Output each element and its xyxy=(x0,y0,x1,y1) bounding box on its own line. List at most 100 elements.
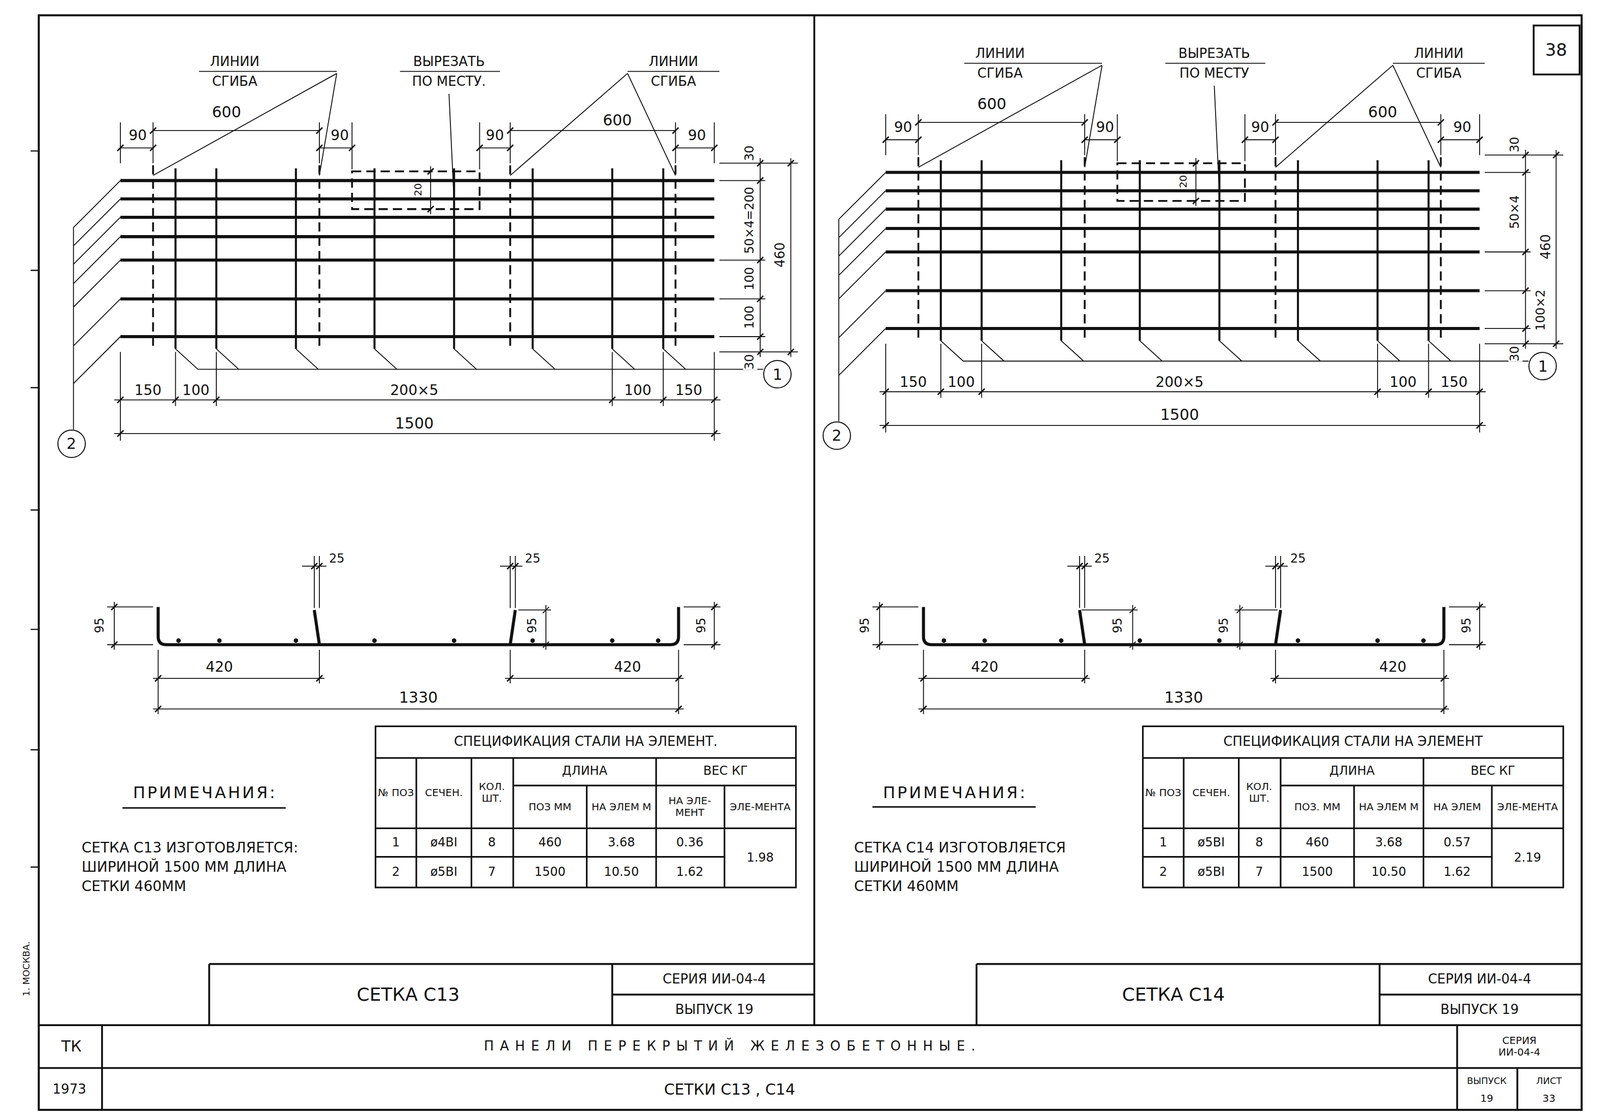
table-cell: ЭЛЕ-МЕНТА xyxy=(1493,801,1562,813)
table-cell: ПОЗ. ММ xyxy=(1284,801,1351,813)
dimension-text: 95 xyxy=(92,617,108,634)
dimension-text: 420 xyxy=(613,659,641,676)
dimension-text: 150 xyxy=(1440,374,1468,391)
table-cell: 7 xyxy=(1255,865,1263,880)
dimension-text: 95 xyxy=(1460,617,1475,634)
callout-number: 1 xyxy=(772,366,783,383)
table-cell: 460 xyxy=(538,835,562,851)
stamp-text: ВЫПУСК xyxy=(1466,1075,1507,1087)
title-block-text: ВЫПУСК 19 xyxy=(1440,1002,1519,1018)
title-block-text: СЕРИЯ ИИ-04-4 xyxy=(1427,971,1531,988)
dimension-text: 90 xyxy=(485,127,505,144)
stamp-text: 33 xyxy=(1542,1092,1556,1105)
leader-label: ЛИНИИ СГИБА xyxy=(204,51,266,92)
table-cell: СПЕЦИФИКАЦИЯ СТАЛИ НА ЭЛЕМЕНТ xyxy=(1223,734,1483,750)
dimension-text: 95 xyxy=(1111,617,1126,634)
dimension-text: 460 xyxy=(772,242,789,268)
table-cell: КОЛ. ШТ. xyxy=(472,780,512,805)
note-text: СЕТКА С13 ИЗГОТОВЛЯЕТСЯ: ШИРИНОЙ 1500 ММ… xyxy=(81,838,336,896)
table-cell: 1 xyxy=(1159,835,1167,851)
dimension-text: 20 xyxy=(1178,175,1190,188)
table-cell: СПЕЦИФИКАЦИЯ СТАЛИ НА ЭЛЕМЕНТ. xyxy=(453,734,718,750)
table-cell: 3.68 xyxy=(1375,835,1402,851)
table-cell: НА ЭЛЕМ М xyxy=(589,801,655,813)
dimension-text: 20 xyxy=(412,183,424,197)
dimension-text: 90 xyxy=(1453,119,1472,136)
leader-label: ЛИНИИ СГИБА xyxy=(642,51,704,92)
dimension-text: 30 xyxy=(1508,346,1523,363)
dimension-text: 420 xyxy=(1379,659,1407,676)
dimension-text: 200×5 xyxy=(1155,374,1204,391)
table-cell: НА ЭЛЕМ М xyxy=(1356,801,1422,813)
dimension-text: 600 xyxy=(977,95,1007,114)
dimension-text: 100 xyxy=(182,382,210,399)
dimension-text: 100 xyxy=(1389,374,1417,391)
table-cell: ДЛИНА xyxy=(562,764,608,779)
callout-number: 2 xyxy=(66,435,77,452)
title-block-text: СЕТКА С14 xyxy=(1122,984,1225,1005)
dimension-text: 600 xyxy=(1367,103,1397,122)
table-cell: СЕЧЕН. xyxy=(1184,787,1238,799)
table-cell: 460 xyxy=(1305,835,1329,851)
dimension-text: 100 xyxy=(947,374,975,391)
dimension-text: 420 xyxy=(971,659,999,676)
table-cell: 8 xyxy=(487,835,496,851)
stamp-text: ПАНЕЛИ ПЕРЕКРЫТИЙ ЖЕЛЕЗОБЕТОННЫЕ. xyxy=(477,1038,982,1055)
title-block-text: СЕТКА С13 xyxy=(356,984,460,1005)
dimension-text: 100 xyxy=(742,267,758,291)
dimension-text: 1500 xyxy=(395,414,434,433)
stamp-text: ТК xyxy=(61,1037,82,1056)
stamp-text: 19 xyxy=(1480,1092,1493,1105)
callout-circle: 2 xyxy=(57,429,86,459)
leader-label: ЛИНИИ СГИБА xyxy=(969,43,1031,84)
dimension-text: 50×4 xyxy=(1508,195,1523,230)
dimension-text: 420 xyxy=(205,659,233,676)
dimension-text: 150 xyxy=(675,382,703,399)
table-cell: № ПОЗ xyxy=(1145,787,1182,799)
table-cell: ЭЛЕ-МЕНТА xyxy=(726,801,795,813)
stamp-text: 1. МОСКВА. xyxy=(21,941,32,997)
stamp-text: 38 xyxy=(1545,40,1567,60)
dimension-text: 50×4=200 xyxy=(742,186,758,254)
table-cell: СЕЧЕН. xyxy=(417,787,471,799)
dimension-text: 90 xyxy=(1251,119,1270,136)
dimension-text: 25 xyxy=(1290,551,1306,567)
table-cell: 3.68 xyxy=(607,835,635,851)
dimension-text: 25 xyxy=(525,551,541,567)
dimension-text: 30 xyxy=(742,354,758,371)
callout-circle: 2 xyxy=(822,421,852,450)
callout-number: 1 xyxy=(1538,357,1548,375)
dimension-text: 100×2 xyxy=(1533,289,1549,331)
table-cell: НА ЭЛЕМ xyxy=(1424,801,1490,813)
dimension-text: 25 xyxy=(329,551,345,567)
table-cell: 1 xyxy=(392,835,400,851)
dimension-text: 600 xyxy=(211,103,241,122)
table-cell: 2.19 xyxy=(1514,851,1542,866)
dimension-text: 100 xyxy=(624,382,651,399)
table-cell: 1500 xyxy=(1301,865,1333,880)
dimension-text: 90 xyxy=(330,127,349,144)
table-cell: ø5ВI xyxy=(430,865,458,880)
table-cell: ДЛИНА xyxy=(1329,764,1375,779)
dimension-text: 90 xyxy=(688,127,707,144)
table-cell: НА ЭЛЕ-МЕНТ xyxy=(657,795,723,819)
table-cell: КОЛ. ШТ. xyxy=(1239,780,1280,805)
dimension-text: 30 xyxy=(1508,137,1523,153)
dimension-text: 95 xyxy=(695,617,710,634)
callout-circle: 1 xyxy=(763,360,792,389)
leader-label: ВЫРЕЗАТЬ ПО МЕСТУ. xyxy=(404,51,494,92)
stamp-text: СЕТКИ С13 , С14 xyxy=(664,1081,796,1099)
dimension-text: 95 xyxy=(525,617,540,634)
dimension-text: 1500 xyxy=(1160,406,1199,424)
dimension-text: 1330 xyxy=(1164,689,1203,707)
stamp-text: СЕРИЯ ИИ-04-4 xyxy=(1486,1034,1553,1059)
dimension-text: 460 xyxy=(1538,234,1554,260)
table-cell: ø5ВI xyxy=(1197,865,1226,880)
note-text: СЕТКА С14 ИЗГОТОВЛЯЕТСЯ ШИРИНОЙ 1500 ММ … xyxy=(854,838,1108,896)
table-cell: ПОЗ ММ xyxy=(516,801,583,813)
table-cell: 7 xyxy=(487,865,496,880)
table-cell: 1.98 xyxy=(746,851,774,866)
dimension-text: 95 xyxy=(858,617,873,634)
dimension-text: 25 xyxy=(1094,551,1110,567)
